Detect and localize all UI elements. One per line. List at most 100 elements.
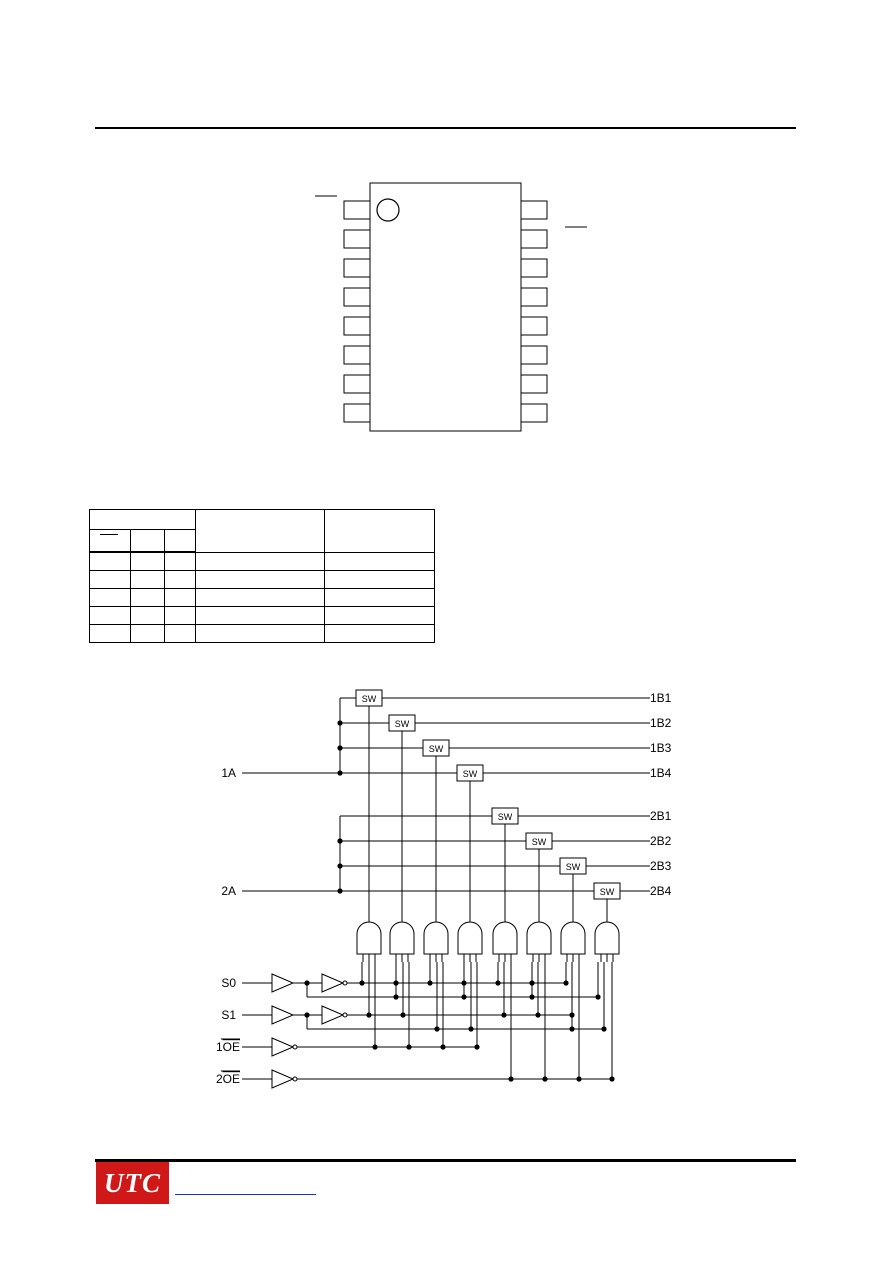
junction-dot [576, 1076, 582, 1082]
pin-right [520, 287, 548, 307]
switch-box [422, 739, 450, 757]
table-row [89, 588, 435, 607]
junction-dot [508, 1076, 514, 1082]
table-row [89, 606, 435, 625]
table-header-row [89, 509, 435, 553]
inverter-bubble [342, 1012, 348, 1018]
junction-dot [400, 1012, 406, 1018]
junction-dot [595, 994, 601, 1000]
buffer-triangle [321, 1005, 345, 1025]
junction-dot [601, 1026, 607, 1032]
junction-dot [359, 980, 365, 986]
pin-right [520, 258, 548, 278]
table-header-row [89, 529, 435, 553]
pin-right [520, 229, 548, 249]
signal-label: 2B4 [650, 884, 672, 898]
switch-label: SW [429, 744, 444, 754]
switch-label: SW [362, 694, 377, 704]
switch-label: SW [395, 719, 410, 729]
signal-label: 1B1 [650, 691, 672, 705]
and-gate [356, 921, 382, 955]
footer-rule [95, 1159, 796, 1162]
switch: SW [559, 857, 587, 875]
table-cell [89, 509, 196, 530]
buffer-triangle [271, 1069, 295, 1089]
junction-dot [393, 980, 399, 986]
ic-package-body [369, 182, 522, 432]
junction-dot [304, 1012, 310, 1018]
switch-box [559, 857, 587, 875]
switch: SW [491, 807, 519, 825]
footer-link-underline[interactable] [175, 1194, 316, 1195]
logo-text: UTC [104, 1167, 161, 1198]
signal-label: 2B1 [650, 809, 672, 823]
table-cell [89, 529, 131, 553]
switch-label: SW [463, 769, 478, 779]
signal-label: 2B3 [650, 859, 672, 873]
pin-configuration-diagram [315, 182, 587, 432]
pin-left [343, 258, 371, 278]
junction-dot [434, 1026, 440, 1032]
junction-dot [542, 1076, 548, 1082]
junction-dot [440, 1044, 446, 1050]
junction-dot [337, 863, 343, 869]
switch-label: SW [498, 812, 513, 822]
switch-label: SW [532, 837, 547, 847]
junction-dot [304, 980, 310, 986]
pin-right [520, 316, 548, 336]
switch: SW [355, 689, 383, 707]
pin-right [520, 374, 548, 394]
junction-dot [337, 770, 343, 776]
inverter-bubble [342, 980, 348, 986]
table-row [89, 624, 435, 643]
header-rule [95, 127, 796, 129]
junction-dot [366, 1012, 372, 1018]
enable-label: 1OE [216, 1040, 240, 1054]
table-row [89, 551, 435, 571]
pin-left [343, 403, 371, 423]
enable-label: 2OE [216, 1072, 240, 1086]
junction-dot [563, 980, 569, 986]
signal-label: 1B4 [650, 766, 672, 780]
switch: SW [525, 832, 553, 850]
junction-dot [535, 1012, 541, 1018]
and-gate [492, 921, 518, 955]
signal-label: S1 [221, 1008, 236, 1022]
buffer-triangle [271, 1037, 295, 1057]
pin-left [343, 200, 371, 220]
pin-right [520, 200, 548, 220]
junction-dot [529, 980, 535, 986]
table-row [89, 570, 435, 589]
left-pins [343, 200, 371, 423]
pin-right [520, 403, 548, 423]
table-cell [164, 529, 196, 553]
switch-box [456, 764, 484, 782]
junction-dot [406, 1044, 412, 1050]
switch: SW [388, 714, 416, 732]
buffer-triangle [321, 973, 345, 993]
table-cell [195, 509, 325, 553]
junction-dot [337, 888, 343, 894]
table-cell [324, 509, 435, 553]
switch: SW [456, 764, 484, 782]
switch: SW [593, 882, 621, 900]
signal-label: S0 [221, 976, 236, 990]
switch-label: SW [600, 887, 615, 897]
switch-box [525, 832, 553, 850]
signal-label: 1B2 [650, 716, 672, 730]
signal-label: 2B2 [650, 834, 672, 848]
junction-dot [393, 994, 399, 1000]
junction-dot [468, 1026, 474, 1032]
junction-dot [461, 980, 467, 986]
signal-label: 2A [221, 884, 236, 898]
right-pins [520, 200, 548, 423]
junction-dot [337, 838, 343, 844]
switch-box [355, 689, 383, 707]
utc-logo: UTC [96, 1162, 169, 1204]
switch-box [491, 807, 519, 825]
pin-left [343, 287, 371, 307]
junction-dot [372, 1044, 378, 1050]
switch-label: SW [566, 862, 581, 872]
junction-dot [427, 980, 433, 986]
